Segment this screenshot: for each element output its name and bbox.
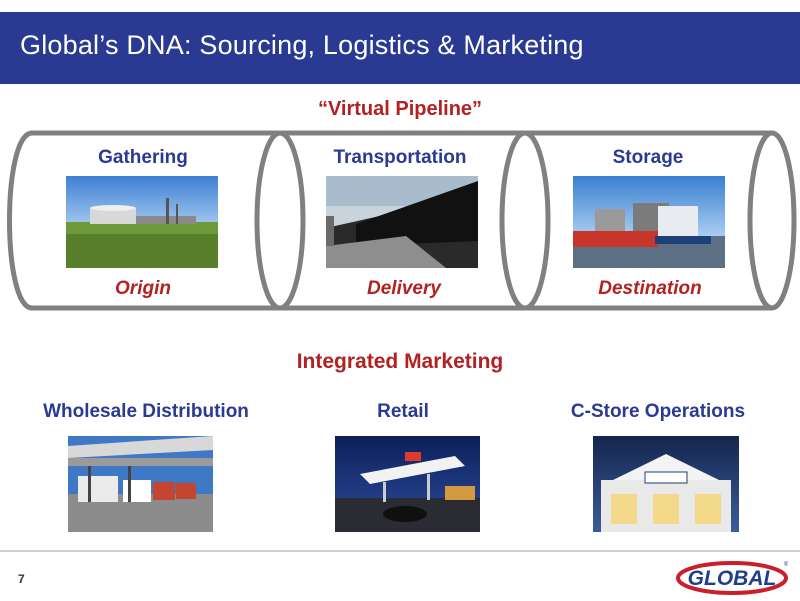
svg-text:®: ® xyxy=(784,561,788,568)
wholesale-photo xyxy=(68,436,213,532)
integrated-marketing-heading: Integrated Marketing xyxy=(296,350,504,373)
pipeline-diagram xyxy=(7,130,797,311)
label-retail: Retail xyxy=(377,401,429,422)
slide-title: Global’s DNA: Sourcing, Logistics & Mark… xyxy=(20,30,584,60)
stage-label-transportation: Transportation xyxy=(333,147,467,168)
global-logo: GLOBAL ® xyxy=(676,558,789,601)
footer-divider xyxy=(0,550,800,552)
label-c-store-operations: C-Store Operations xyxy=(570,401,746,422)
pipe-joint-middle xyxy=(499,130,551,311)
stage-label-storage: Storage xyxy=(612,147,684,168)
gathering-photo xyxy=(66,176,218,268)
virtual-pipeline-heading: “Virtual Pipeline” xyxy=(317,98,483,120)
page-number: 7 xyxy=(18,572,25,586)
caption-destination: Destination xyxy=(598,278,702,299)
storage-photo xyxy=(573,176,725,268)
retail-photo xyxy=(335,436,480,532)
title-bar: Global’s DNA: Sourcing, Logistics & Mark… xyxy=(0,12,800,84)
stage-label-gathering: Gathering xyxy=(98,147,188,168)
transportation-photo xyxy=(326,176,478,268)
pipe-joint-left xyxy=(254,130,306,311)
caption-origin: Origin xyxy=(115,278,171,299)
pipe-joint-right xyxy=(747,130,797,311)
cstore-photo xyxy=(593,436,739,532)
label-wholesale-distribution: Wholesale Distribution xyxy=(43,401,249,422)
svg-text:GLOBAL: GLOBAL xyxy=(688,567,777,590)
pipeline-outline xyxy=(7,130,772,311)
caption-delivery: Delivery xyxy=(367,278,441,299)
